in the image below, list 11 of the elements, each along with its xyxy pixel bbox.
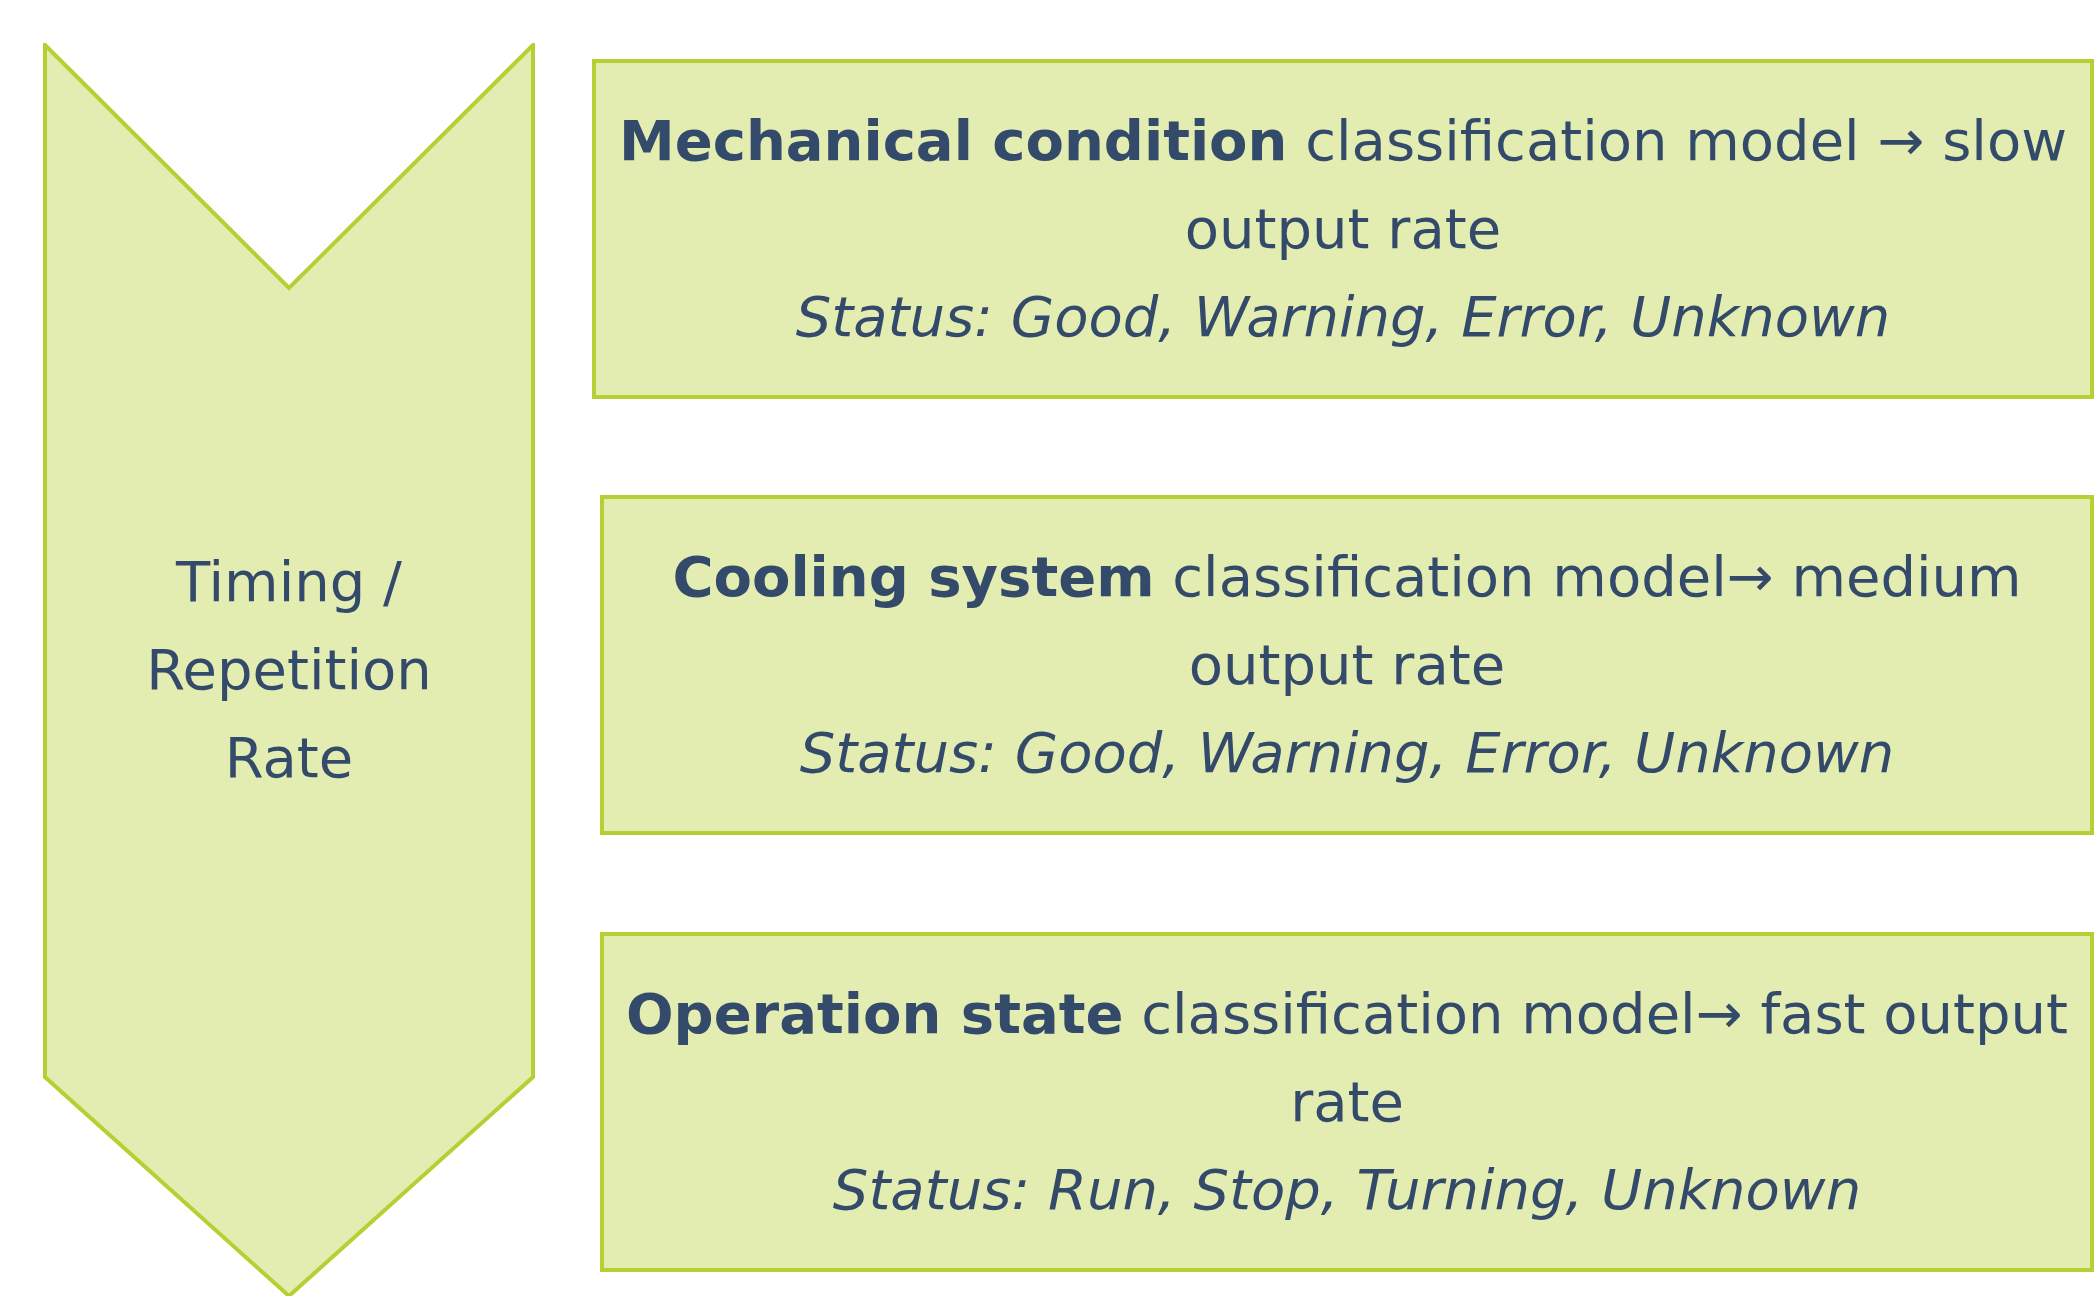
- process-box: [600, 495, 2094, 835]
- node-label: Timing / Repetition Rate: [145, 547, 433, 792]
- status-text: Status: Good, Warning, Error, Unknown: [799, 719, 1895, 787]
- chevron-arrow: [43, 43, 535, 1296]
- process-box: [592, 59, 2094, 399]
- node-label: Mechanical condition classification model → slow output rate: [618, 107, 2068, 263]
- status-text: Status: Run, Stop, Turning, Unknown: [832, 1156, 1862, 1224]
- node-label: Operation state classification model→ fast output rate: [624, 980, 2070, 1136]
- process-box: [600, 932, 2094, 1272]
- node-label: Cooling system classification model→ medium output rate: [671, 543, 2023, 699]
- status-text: Status: Good, Warning, Error, Unknown: [795, 283, 1891, 351]
